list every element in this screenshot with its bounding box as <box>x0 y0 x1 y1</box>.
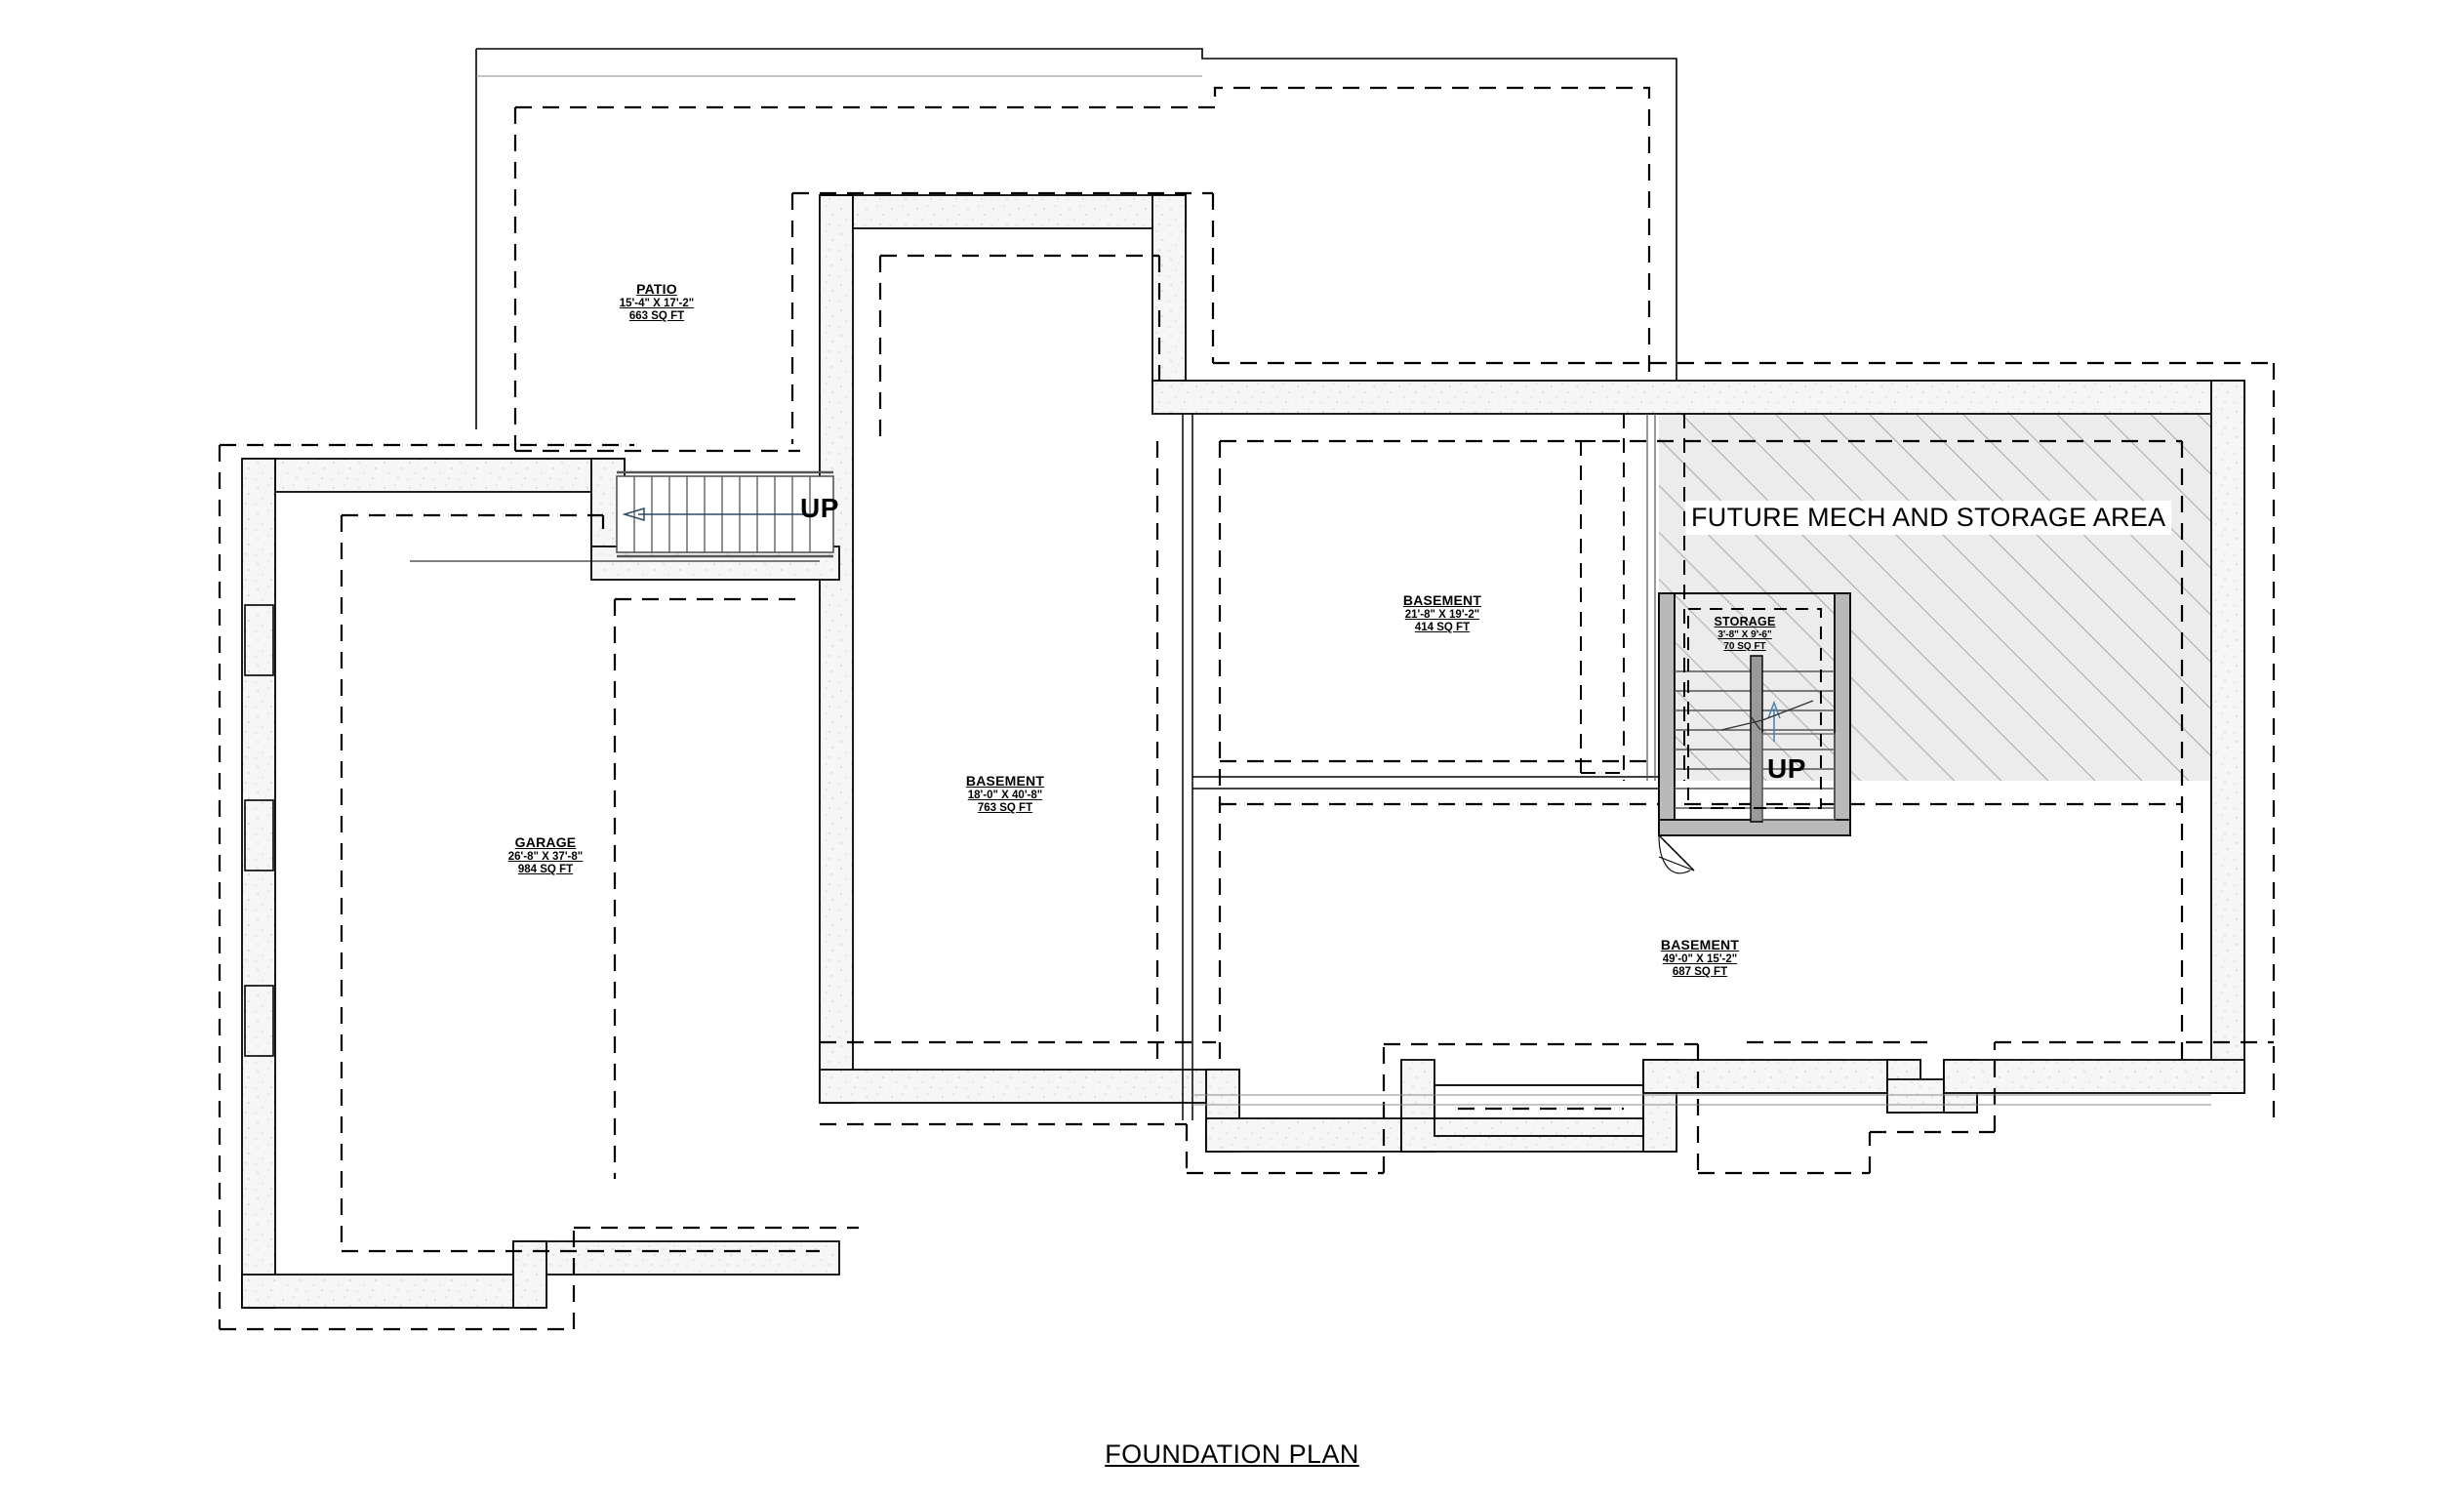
room-label-basement-center: BASEMENT 21'-8" X 19'-2" 414 SQ FT <box>1403 592 1481 635</box>
garage-wall-openings <box>244 604 274 1057</box>
room-dimensions: 18'-0" X 40'-8" <box>967 789 1043 801</box>
room-name: BASEMENT <box>1402 592 1482 608</box>
garage-footings <box>218 443 859 1331</box>
storage-and-stair <box>1658 592 1851 836</box>
room-area: 687 SQ FT <box>1672 966 1728 979</box>
room-area: 414 SQ FT <box>1414 622 1471 634</box>
stair-up-label-storage: UP <box>1767 753 1806 784</box>
stair-direction-arrow <box>622 506 816 522</box>
room-area: 70 SQ FT <box>1723 640 1766 652</box>
door-swing <box>1658 834 1695 874</box>
upper-body-footings <box>790 191 2276 1117</box>
room-area: 984 SQ FT <box>517 864 574 876</box>
interior-footing-dashes <box>1155 441 2182 1066</box>
hatch-region-stubs <box>1646 414 1656 781</box>
room-label-patio: PATIO 15'-4" X 17'-2" 663 SQ FT <box>620 281 694 324</box>
room-label-basement-west: BASEMENT 18'-0" X 40'-8" 763 SQ FT <box>966 773 1044 816</box>
patio-footing-dashed <box>513 86 1651 453</box>
patio-outline <box>475 48 1677 429</box>
interior-partitions <box>410 414 1659 1120</box>
room-label-basement-south: BASEMENT 49'-0" X 15'-2" 687 SQ FT <box>1661 937 1739 980</box>
south-body-walls <box>819 1059 2245 1153</box>
room-dimensions: 15'-4" X 17'-2" <box>619 297 695 309</box>
room-label-garage: GARAGE 26'-8" X 37'-8" 984 SQ FT <box>508 834 583 877</box>
page-title: FOUNDATION PLAN <box>1105 1439 1359 1469</box>
room-dimensions: 3'-8" X 9'-6" <box>1717 628 1772 640</box>
room-dimensions: 26'-8" X 37'-8" <box>507 850 584 863</box>
garage-stair <box>616 470 834 558</box>
upper-body-walls <box>819 194 2245 1104</box>
stair-direction-arrow <box>1767 700 1781 742</box>
room-name: GARAGE <box>514 834 577 850</box>
room-label-storage: STORAGE 3'-8" X 9'-6" 70 SQ FT <box>1715 615 1776 652</box>
room-area: 763 SQ FT <box>977 802 1033 815</box>
room-name: BASEMENT <box>965 773 1045 789</box>
room-area: 663 SQ FT <box>628 310 685 323</box>
stair-up-label-garage: UP <box>800 493 839 523</box>
garage-walls <box>241 458 840 1309</box>
room-dimensions: 21'-8" X 19'-2" <box>1404 608 1480 621</box>
room-name: PATIO <box>636 281 677 297</box>
hatch-region-footing <box>1580 414 1685 781</box>
room-dimensions: 49'-0" X 15'-2" <box>1662 952 1738 965</box>
detail-lines <box>476 75 2211 1106</box>
future-mech-hatch-region <box>1659 383 2225 781</box>
room-name: BASEMENT <box>1660 937 1740 952</box>
room-name: STORAGE <box>1714 615 1776 628</box>
zone-label-future-mech: FUTURE MECH AND STORAGE AREA <box>1685 501 2172 535</box>
south-body-footings <box>820 1040 2274 1175</box>
